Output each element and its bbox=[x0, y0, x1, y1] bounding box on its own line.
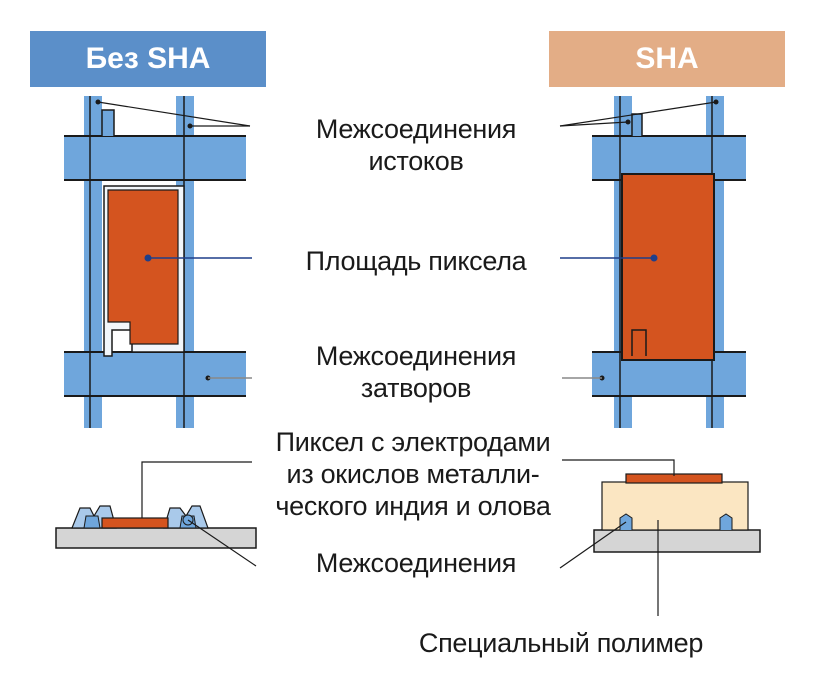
label-ito-pixel-2: из окислов металли- bbox=[286, 459, 540, 489]
label-source-lines-2: истоков bbox=[368, 146, 464, 176]
label-source-lines: Межсоединения истоков bbox=[280, 113, 552, 177]
label-gate-lines-2: затворов bbox=[360, 373, 472, 403]
left-pixel-area bbox=[107, 189, 179, 345]
left-cross-section bbox=[55, 461, 257, 567]
header-with-sha: SHA bbox=[549, 31, 785, 87]
label-gate-lines-1: Межсоединения bbox=[315, 341, 517, 371]
header-without-sha: Без SHA bbox=[30, 31, 266, 87]
label-ito-pixel-1: Пиксел с электродами bbox=[275, 427, 551, 457]
right-pixel-area bbox=[621, 173, 715, 361]
right-cross-section bbox=[559, 459, 761, 616]
label-ito-pixel-3: ческого индия и олова bbox=[275, 491, 551, 521]
label-gate-lines: Межсоединения затворов bbox=[280, 340, 552, 404]
left-source-line-1 bbox=[84, 96, 102, 428]
label-ito-pixel: Пиксел с электродами из окислов металли-… bbox=[252, 426, 574, 522]
right-substrate bbox=[593, 529, 761, 553]
right-top-view bbox=[559, 96, 746, 428]
label-source-lines-1: Межсоединения bbox=[315, 114, 517, 144]
label-special-polymer: Специальный полимер bbox=[418, 628, 704, 658]
label-pixel-area: Площадь пиксела bbox=[305, 246, 527, 276]
left-section-pixel bbox=[101, 517, 169, 529]
left-top-view bbox=[64, 96, 252, 428]
label-interconnects: Межсоединения bbox=[315, 548, 517, 578]
